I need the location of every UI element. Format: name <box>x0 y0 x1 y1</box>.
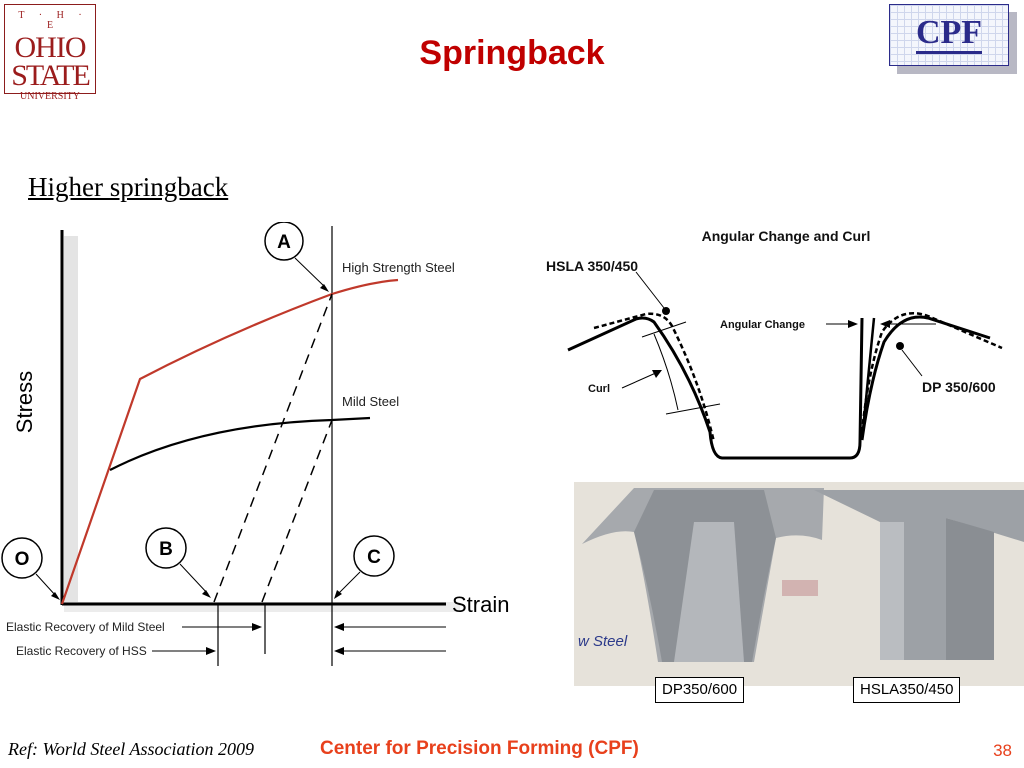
curl-label: Curl <box>588 383 610 395</box>
photo-label-hsla: HSLA350/450 <box>853 677 961 703</box>
point-c: C <box>334 535 395 599</box>
photo-label-dp: DP350/600 <box>655 677 745 703</box>
cpf-logo-text: CPF <box>915 16 983 54</box>
hsla-dashed-profile <box>593 312 716 443</box>
logo-university: UNIVERSITY <box>20 91 80 102</box>
y-axis-label: Stress <box>12 371 37 433</box>
mild-unload-line <box>261 419 333 603</box>
solid-profile <box>567 316 864 460</box>
photo-watermark: w Steel <box>578 633 628 650</box>
cpf-logo-box: CPF <box>889 4 1009 66</box>
dp-solid-profile <box>860 315 991 441</box>
angular-change-label: Angular Change <box>720 319 805 331</box>
svg-text:B: B <box>159 539 173 560</box>
recovery-hss-label: Elastic Recovery of HSS <box>16 644 147 658</box>
slide-title: Springback <box>419 34 605 72</box>
point-a: A <box>264 222 329 292</box>
footer-reference: Ref: World Steel Association 2009 <box>8 739 254 759</box>
photo-illustration: w Steel <box>574 482 1024 686</box>
logo-state: STATE <box>11 59 91 92</box>
hss-curve <box>60 278 399 605</box>
dp-label: DP 350/600 <box>922 379 996 395</box>
logo-the: T · H · E <box>18 10 88 31</box>
dp-dashed-profile <box>860 312 1003 433</box>
angular-change-diagram: Angular Change and Curl HSLA 350/450 Ang… <box>546 228 1003 460</box>
svg-text:A: A <box>277 232 291 253</box>
x-axis-label: Strain <box>452 592 509 617</box>
point-b: B <box>145 527 211 598</box>
angular-change-line <box>860 317 876 441</box>
angular-change-title: Angular Change and Curl <box>702 228 871 244</box>
ohio-state-logo: T · H · E OHIO STATE UNIVERSITY <box>4 4 96 102</box>
hsla-label: HSLA 350/450 <box>546 258 638 274</box>
subtitle: Higher springback <box>28 172 229 202</box>
axis-shadow-x <box>64 602 460 612</box>
mild-steel-label: Mild Steel <box>342 394 399 409</box>
recovery-mild-label: Elastic Recovery of Mild Steel <box>6 620 165 634</box>
point-o: O <box>1 537 60 600</box>
mild-steel-curve <box>109 416 371 471</box>
logo-ohio: OHIO <box>14 31 87 64</box>
svg-text:O: O <box>15 549 30 570</box>
stress-strain-diagram: Stress Strain High Strength Steel Mild S… <box>1 222 509 666</box>
cpf-logo: CPF <box>889 4 1019 76</box>
page-number: 38 <box>993 741 1012 760</box>
axis-shadow <box>64 236 78 604</box>
hss-label: High Strength Steel <box>342 260 455 275</box>
hss-unload-line <box>213 293 333 603</box>
footer-center-title: Center for Precision Forming (CPF) <box>320 738 639 759</box>
channel-photo: w Steel <box>574 482 1024 686</box>
svg-text:C: C <box>367 547 381 568</box>
